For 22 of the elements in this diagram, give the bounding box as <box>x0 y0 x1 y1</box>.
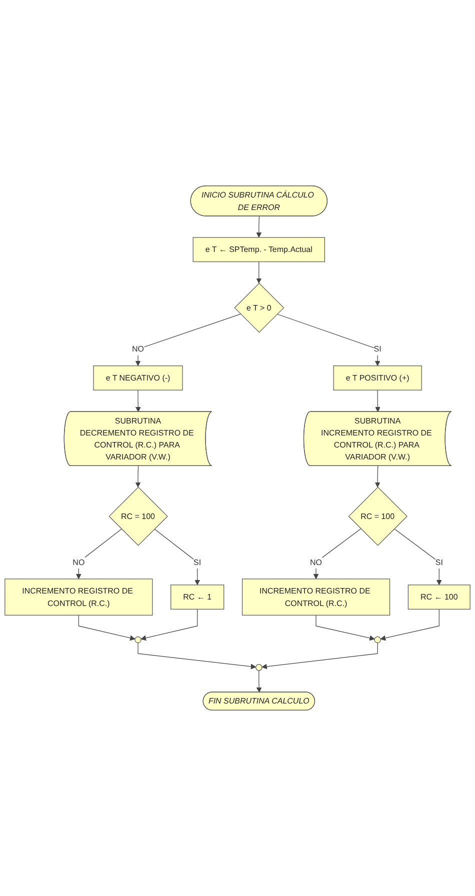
arrow <box>78 614 136 641</box>
node-circle <box>134 636 142 644</box>
arrow <box>135 466 141 488</box>
arrow <box>276 314 380 366</box>
arrow <box>374 466 380 488</box>
arrow <box>76 528 122 580</box>
arrow <box>316 614 375 641</box>
arrow <box>138 642 256 670</box>
arrow <box>375 390 380 412</box>
arrow <box>313 528 362 580</box>
arrow <box>154 528 200 586</box>
node-circle <box>256 664 262 671</box>
arrow <box>135 390 141 412</box>
arrow <box>262 642 378 670</box>
arrow <box>256 670 262 693</box>
arrow <box>140 608 198 641</box>
arrow <box>380 608 440 641</box>
arrow <box>135 314 241 366</box>
arrow <box>256 261 262 284</box>
arrow <box>256 216 262 238</box>
arrow <box>394 528 442 586</box>
node-circle <box>374 636 381 644</box>
